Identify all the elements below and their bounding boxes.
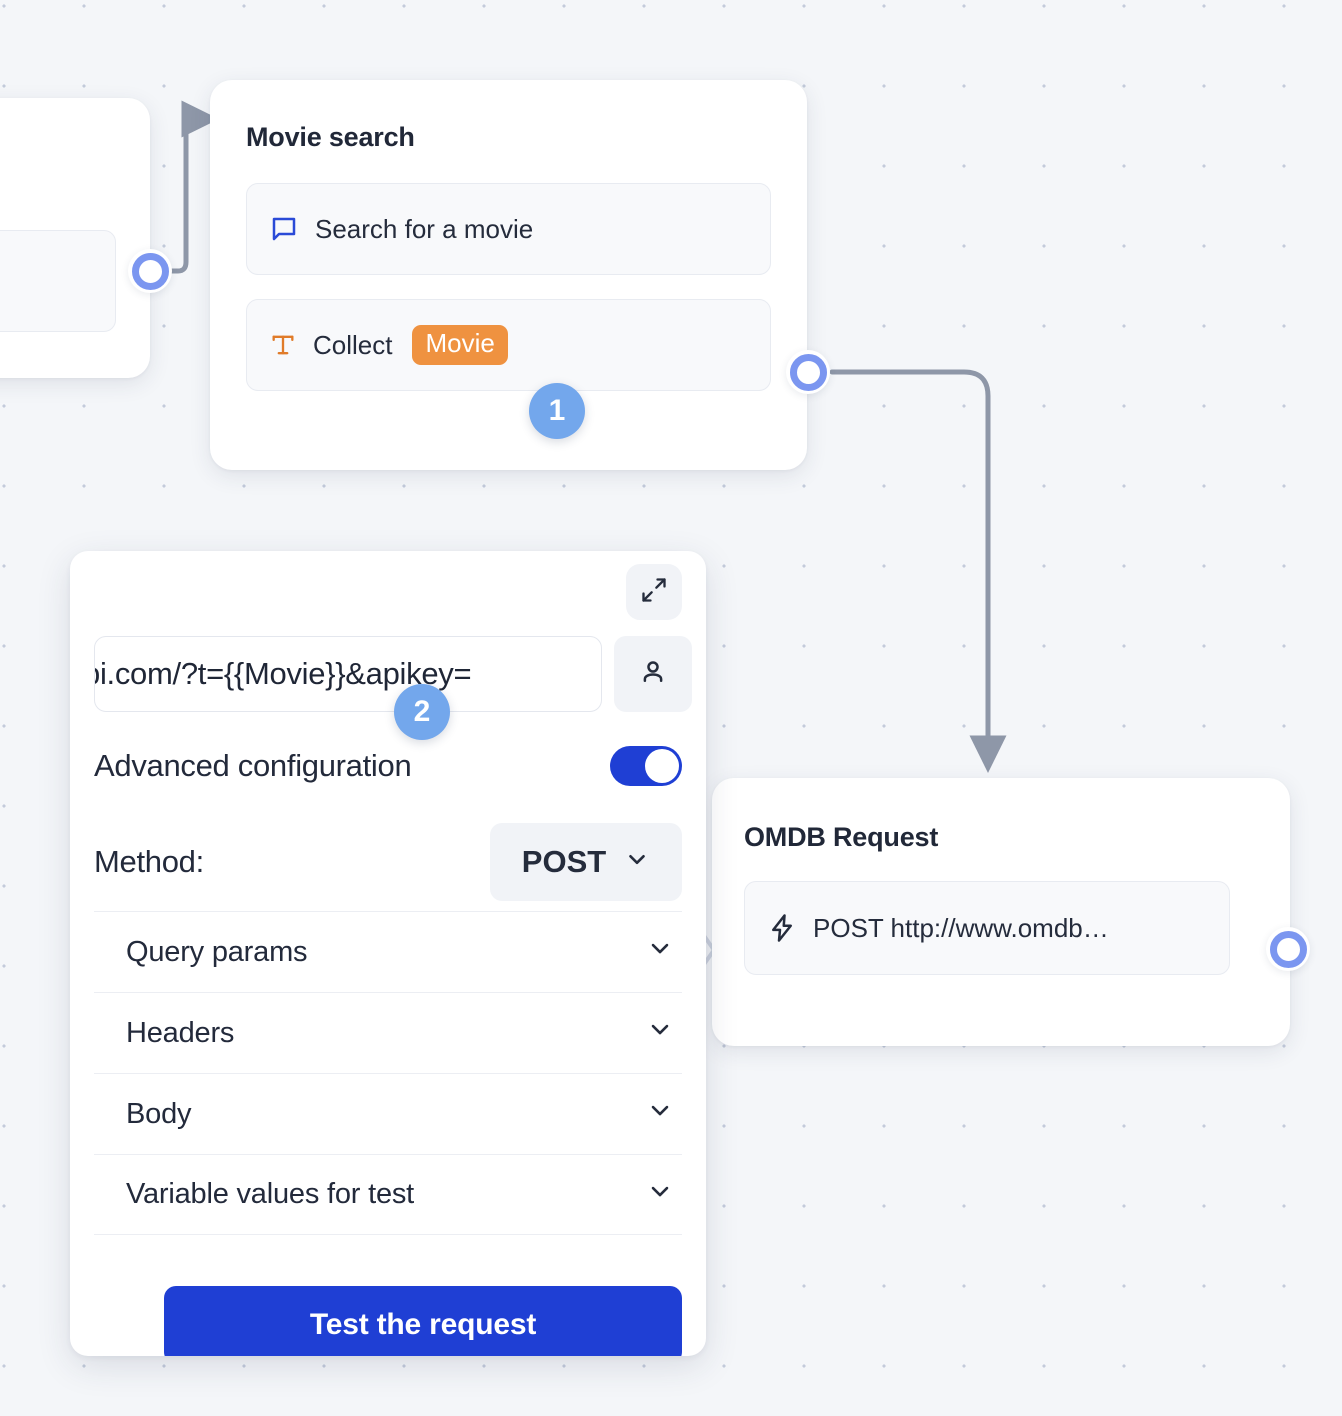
method-row: Method: POST [94,823,682,901]
chevron-down-icon [646,934,674,970]
node-row-label: Search for a movie [315,213,534,244]
accordion-label: Body [126,1097,192,1130]
method-label: Method: [94,844,204,879]
node-title-movie-search: Movie search [246,122,415,152]
node-row-search-for-a-movie[interactable]: Search for a movie [246,183,771,275]
accordion-item-headers[interactable]: Headers [94,992,682,1073]
node-title-omdb-request: OMDB Request [744,822,939,852]
url-row[interactable]: pi.com/?t={{Movie}}&apikey= [94,636,692,712]
node-row-label: Collect [313,329,393,360]
accordion-label: Query params [126,935,308,968]
expand-diagonal-icon [640,576,668,609]
variable-tag-movie[interactable]: Movie [412,325,508,365]
advanced-configuration-toggle[interactable] [610,746,682,786]
test-button-label: Test the request [309,1308,537,1341]
url-input-value: pi.com/?t={{Movie}}&apikey= [94,656,472,691]
url-input[interactable]: pi.com/?t={{Movie}}&apikey= [94,636,602,712]
connector-port-left[interactable] [128,249,172,293]
accordion-label: Headers [126,1016,235,1049]
connector-port-movie-search-output[interactable] [786,350,830,394]
node-row-omdb-post[interactable]: POST http://www.omdb… [744,881,1230,975]
connector-port-omdb-output[interactable] [1266,927,1310,971]
expand-panel-button[interactable] [626,564,682,620]
step-badge-1: 1 [529,383,585,439]
method-select-value: POST [521,844,607,879]
accordion-label: Variable values for test [126,1178,415,1210]
node-card-movie-search[interactable]: Movie search Search for a movie Collect [210,80,807,470]
chevron-down-icon [646,1177,674,1213]
text-t-icon [269,331,297,359]
speech-bubble-icon [269,214,299,244]
accordion-item-variable-values-for-test[interactable]: Variable values for test [94,1154,682,1235]
request-config-panel[interactable]: pi.com/?t={{Movie}}&apikey= Advanced con… [70,551,706,1356]
chevron-down-icon [624,844,650,880]
lightning-bolt-icon [767,913,797,943]
node-row-placeholder [0,230,116,332]
chevron-down-icon [646,1015,674,1051]
accordion-item-body[interactable]: Body [94,1073,682,1154]
accordion-sections: Query params Headers Body [94,911,682,1235]
test-the-request-button[interactable]: Test the request [164,1286,682,1356]
node-row-label: POST http://www.omdb… [813,912,1109,943]
advanced-configuration-row[interactable]: Advanced configuration [94,746,682,786]
step-badge-2: 2 [394,684,450,740]
advanced-configuration-label: Advanced configuration [94,748,412,783]
node-card-omdb-request[interactable]: OMDB Request POST http://www.omdb… [712,778,1290,1046]
method-select[interactable]: POST [490,823,682,901]
node-row-collect-movie[interactable]: Collect Movie [246,299,771,391]
person-icon [638,657,668,692]
node-card-partial[interactable] [0,98,150,378]
chevron-down-icon [646,1096,674,1132]
accordion-item-query-params[interactable]: Query params [94,911,682,992]
credentials-button[interactable] [614,636,692,712]
